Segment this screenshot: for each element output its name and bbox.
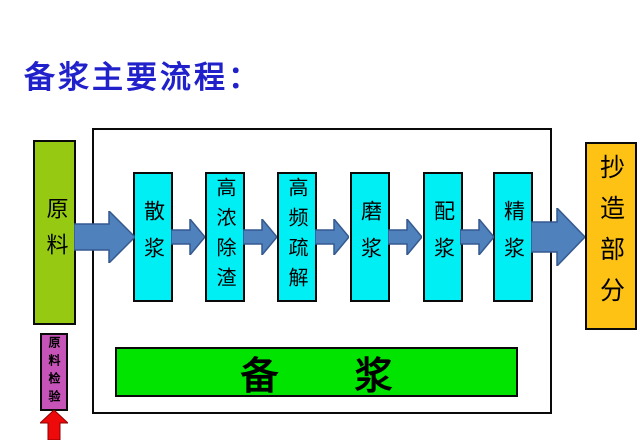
- step-box-depulping: 散浆: [133, 172, 173, 302]
- raw-material-inspection-label: 原料检验: [47, 336, 61, 408]
- step-box-high-consistency-cleaning: 高浓除渣: [205, 172, 245, 302]
- flow-arrow-icon: [315, 219, 349, 255]
- flow-arrow-icon: [531, 208, 585, 266]
- step-box-blending: 配浆: [423, 172, 463, 302]
- papermaking-section-label: 抄造部分: [596, 154, 626, 318]
- step-box-high-frequency-deflaking: 高频疏解: [277, 172, 317, 302]
- raw-material-label: 原料: [42, 196, 68, 269]
- flow-arrow-icon: [243, 219, 277, 255]
- step-label: 配浆: [431, 200, 456, 274]
- raw-material-box: 原料: [33, 140, 76, 325]
- flow-arrow-icon: [171, 219, 205, 255]
- flow-arrow-icon: [460, 219, 494, 255]
- step-box-fine-pulping: 精浆: [493, 172, 533, 302]
- pulp-prep-banner-label: 备 浆: [240, 352, 393, 398]
- flow-arrow-icon: [388, 219, 422, 255]
- step-box-refining: 磨浆: [350, 172, 390, 302]
- step-label: 磨浆: [358, 200, 383, 274]
- flow-arrow-icon: [74, 211, 135, 263]
- page-title: 备浆主要流程：: [24, 60, 262, 96]
- step-label: 高频疏解: [285, 177, 309, 297]
- step-label: 高浓除渣: [213, 177, 237, 297]
- pulp-prep-banner: 备 浆: [115, 347, 518, 398]
- step-label: 精浆: [501, 200, 526, 274]
- papermaking-section-box: 抄造部分: [585, 142, 637, 330]
- inspection-up-arrow-icon: [40, 410, 68, 440]
- raw-material-inspection-box: 原料检验: [40, 333, 68, 411]
- step-label: 散浆: [141, 200, 166, 274]
